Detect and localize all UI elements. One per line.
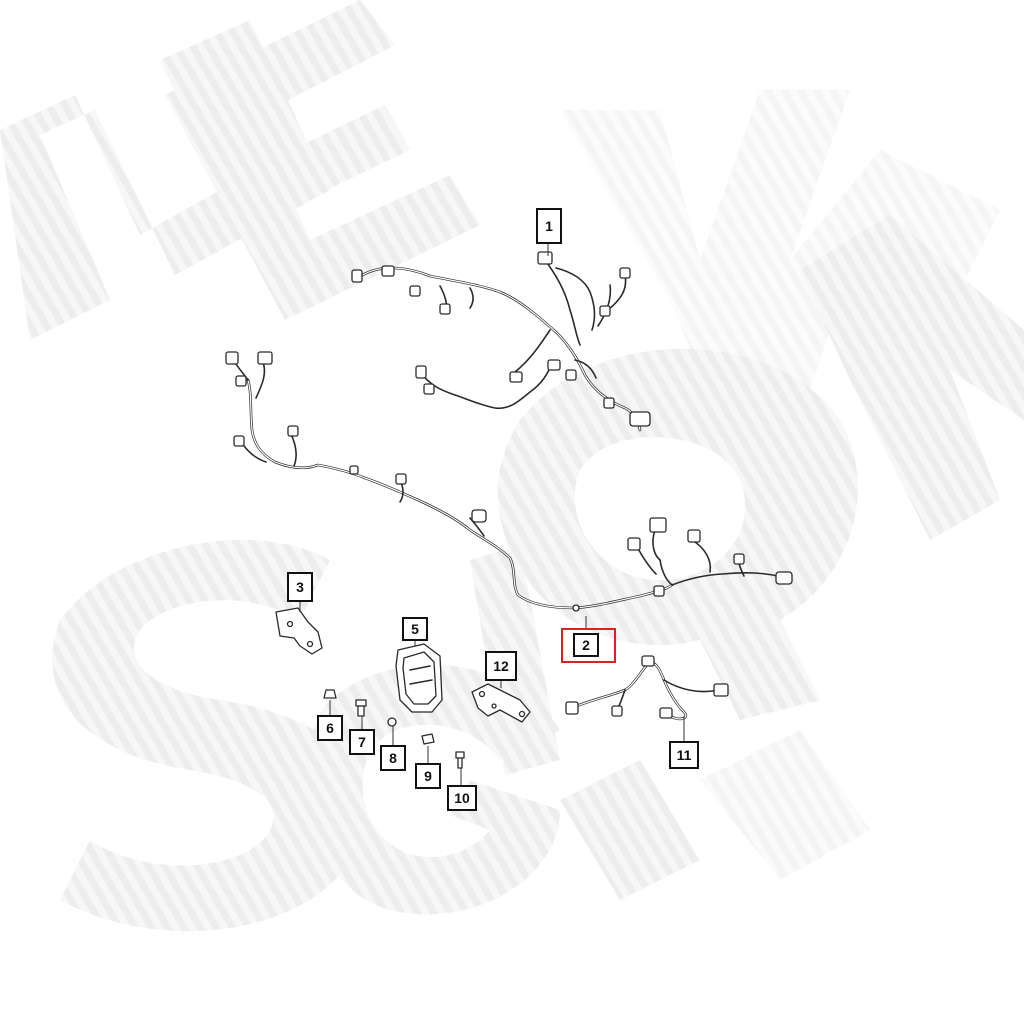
callout-12-label: 12 [493,658,509,674]
callout-1[interactable]: 1 [536,208,562,244]
callout-10[interactable]: 10 [447,785,477,811]
callout-2-highlighted[interactable]: 2 [561,628,616,663]
callout-7-label: 7 [358,734,366,750]
callout-11[interactable]: 11 [669,741,699,769]
callout-3[interactable]: 3 [287,572,313,602]
callout-8[interactable]: 8 [380,745,406,771]
callout-11-label: 11 [677,747,692,763]
fastener-6 [323,689,337,699]
callout-7[interactable]: 7 [349,729,375,755]
callout-5[interactable]: 5 [402,617,428,641]
callout-6-label: 6 [326,720,334,736]
harness-1 [351,251,651,432]
part-3-bracket [275,607,323,655]
callout-10-label: 10 [454,790,470,806]
part-5-cover [395,643,443,713]
callout-8-label: 8 [389,750,397,766]
callout-6[interactable]: 6 [317,715,343,741]
callout-5-label: 5 [411,621,419,637]
fastener-7 [355,699,367,717]
part-11-harness [565,655,729,721]
callout-9[interactable]: 9 [415,763,441,789]
callout-2-label: 2 [582,637,590,653]
leader-lines [299,244,685,786]
part-12-bracket [471,683,531,723]
watermark [0,0,1024,932]
callout-9-label: 9 [424,768,432,784]
fastener-9 [421,733,435,745]
highlight-frame [561,628,616,663]
fastener-8 [387,717,397,727]
fastener-10 [455,751,465,769]
callout-3-label: 3 [296,579,304,595]
harness-2 [225,351,793,612]
callout-1-label: 1 [545,218,553,234]
callout-12[interactable]: 12 [485,651,517,681]
